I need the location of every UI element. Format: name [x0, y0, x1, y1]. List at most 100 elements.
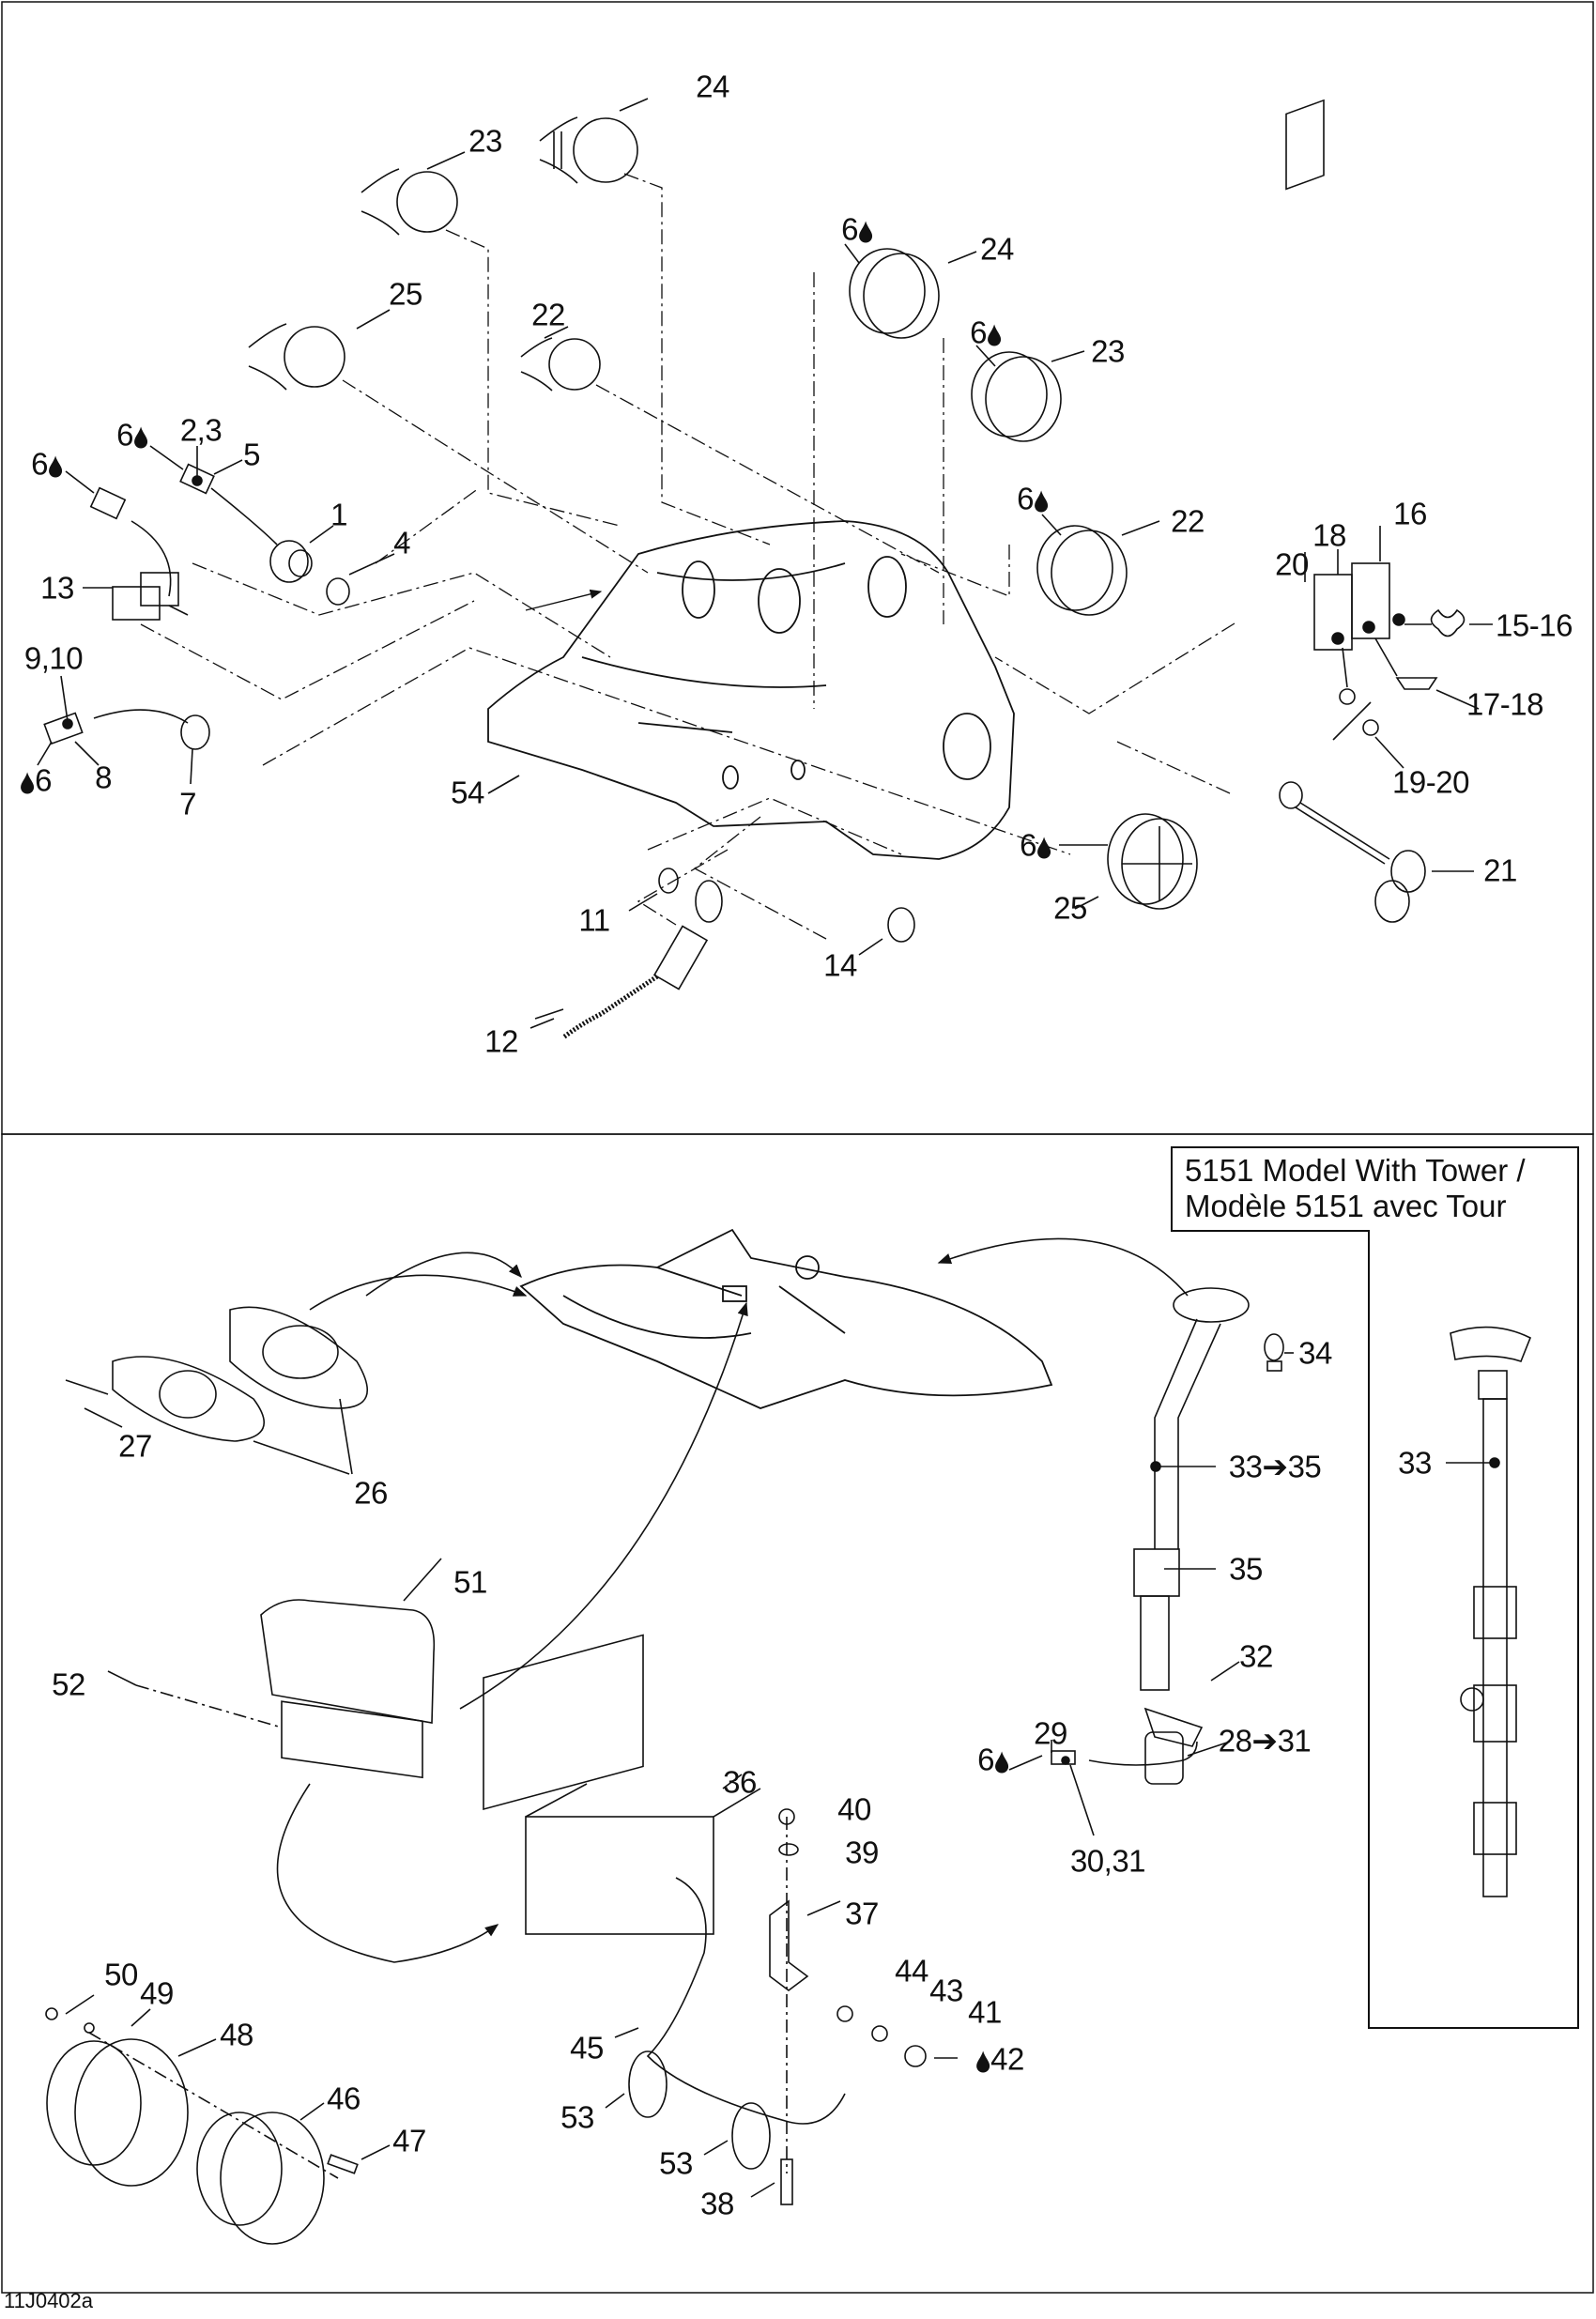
- callout-c38: 38: [700, 2186, 734, 2221]
- connector-6a: [65, 470, 172, 597]
- drop-icon: [858, 221, 872, 243]
- washers-41-44: [836, 2005, 958, 2067]
- callout-c53a: 53: [560, 2099, 594, 2135]
- drop-icon: [21, 772, 35, 794]
- bracket-24: [539, 98, 649, 184]
- grommet-11: [628, 868, 679, 912]
- callout-c6b: 6: [970, 317, 1002, 348]
- lower-frame: [1, 1133, 1594, 2294]
- nut-4: [326, 553, 395, 606]
- bracket-23: [361, 151, 466, 236]
- callout-c4: 4: [393, 525, 410, 561]
- callout-c6a: 6: [841, 214, 873, 245]
- inset-title-line1: 5151 Model With Tower /: [1185, 1153, 1526, 1188]
- callout-c11: 11: [578, 902, 610, 938]
- bracket-25: [248, 309, 391, 391]
- callout-c42: 42: [975, 2044, 1024, 2075]
- tower-light-33: [1446, 1326, 1532, 1897]
- callout-c54: 54: [451, 775, 484, 810]
- callout-c22a: 22: [531, 297, 565, 332]
- gauge-24: [844, 243, 977, 339]
- connector-9-10: [37, 675, 189, 766]
- callout-c27: 27: [118, 1428, 152, 1464]
- callout-c49: 49: [140, 1975, 174, 2011]
- callout-c15_16: 15-16: [1496, 607, 1573, 643]
- callout-c16: 16: [1393, 496, 1427, 531]
- callout-c43: 43: [929, 1973, 963, 2008]
- inset-title: 5151 Model With Tower / Modèle 5151 avec…: [1185, 1153, 1526, 1224]
- inset-title-line2: Modèle 5151 avec Tour: [1185, 1189, 1507, 1223]
- callout-c17_18: 17-18: [1466, 686, 1543, 722]
- callout-c26: 26: [354, 1475, 388, 1511]
- horn-button-1: [269, 525, 334, 583]
- drop-icon: [1036, 837, 1051, 859]
- callout-c51: 51: [453, 1564, 487, 1600]
- speaker-46: [196, 2102, 391, 2245]
- figure-id: 11J0402a: [4, 2289, 94, 2312]
- callout-c24a: 24: [696, 69, 729, 104]
- gauge-23: [971, 345, 1085, 442]
- drop-icon: [994, 1751, 1008, 1774]
- callout-c34: 34: [1298, 1335, 1332, 1371]
- callout-c28_31: 28➔31: [1218, 1723, 1312, 1758]
- callout-c5: 5: [243, 437, 260, 472]
- callout-c1: 1: [330, 497, 347, 532]
- callout-c53b: 53: [659, 2145, 693, 2181]
- callout-c41: 41: [968, 1994, 1002, 2030]
- callout-c24b: 24: [980, 231, 1014, 267]
- drop-icon: [133, 426, 147, 449]
- callout-c14: 14: [823, 947, 857, 983]
- callout-c6e: 6: [20, 765, 52, 796]
- callout-c22b: 22: [1171, 503, 1205, 539]
- gauge-22: [1036, 514, 1160, 616]
- bulb-34: [1264, 1333, 1294, 1372]
- upper-frame: [1, 1, 1594, 1135]
- callout-c39: 39: [845, 1835, 879, 1870]
- inset-box: [1171, 1146, 1579, 2029]
- speaker-grille-26: [65, 1306, 368, 1475]
- callout-c18: 18: [1312, 517, 1346, 553]
- lanyard-12: [529, 880, 723, 1040]
- callout-c48: 48: [220, 2017, 253, 2052]
- boat-hull: [519, 1228, 1053, 1409]
- callout-c6g: 6: [116, 420, 148, 451]
- callout-c46: 46: [327, 2081, 361, 2116]
- callout-c45: 45: [570, 2030, 604, 2066]
- bolt-38: [750, 2158, 793, 2205]
- connector-2-3: [149, 445, 278, 545]
- gauge-25: [1059, 813, 1198, 910]
- callout-c29: 29: [1034, 1715, 1067, 1751]
- switch-panel: [1285, 99, 1493, 769]
- amplifier-36: [483, 1634, 761, 1935]
- switch-7: [180, 714, 210, 785]
- callout-c7: 7: [179, 786, 196, 822]
- callout-c40: 40: [837, 1791, 871, 1827]
- console-54: [487, 520, 1015, 860]
- outlet-21: [1279, 781, 1474, 923]
- callout-c33_35: 33➔35: [1228, 1449, 1322, 1484]
- bracket-37: [769, 1808, 841, 2173]
- callout-c9_10: 9,10: [23, 640, 84, 676]
- speaker-48: [45, 1994, 339, 2187]
- callout-c30_31: 30,31: [1069, 1843, 1146, 1879]
- drop-icon: [987, 324, 1001, 346]
- callout-c37: 37: [845, 1896, 879, 1931]
- callout-c2_3: 2,3: [179, 412, 223, 448]
- callout-c35: 35: [1229, 1551, 1263, 1587]
- cable-45: [605, 1877, 846, 2170]
- callout-c47: 47: [392, 2123, 426, 2158]
- callout-c25a: 25: [389, 276, 422, 312]
- plug-14: [858, 907, 915, 956]
- callout-c52: 52: [52, 1666, 85, 1702]
- callout-c25b: 25: [1053, 890, 1087, 926]
- drop-icon: [1034, 490, 1048, 513]
- callout-c33t: 33: [1398, 1445, 1432, 1481]
- callout-c6d: 6: [1020, 830, 1051, 861]
- callout-c20: 20: [1275, 546, 1309, 582]
- drop-icon: [976, 2050, 990, 2073]
- drop-icon: [48, 455, 62, 478]
- callout-c6f: 6: [31, 449, 63, 480]
- callout-c36: 36: [723, 1764, 757, 1800]
- callout-c23a: 23: [468, 123, 502, 159]
